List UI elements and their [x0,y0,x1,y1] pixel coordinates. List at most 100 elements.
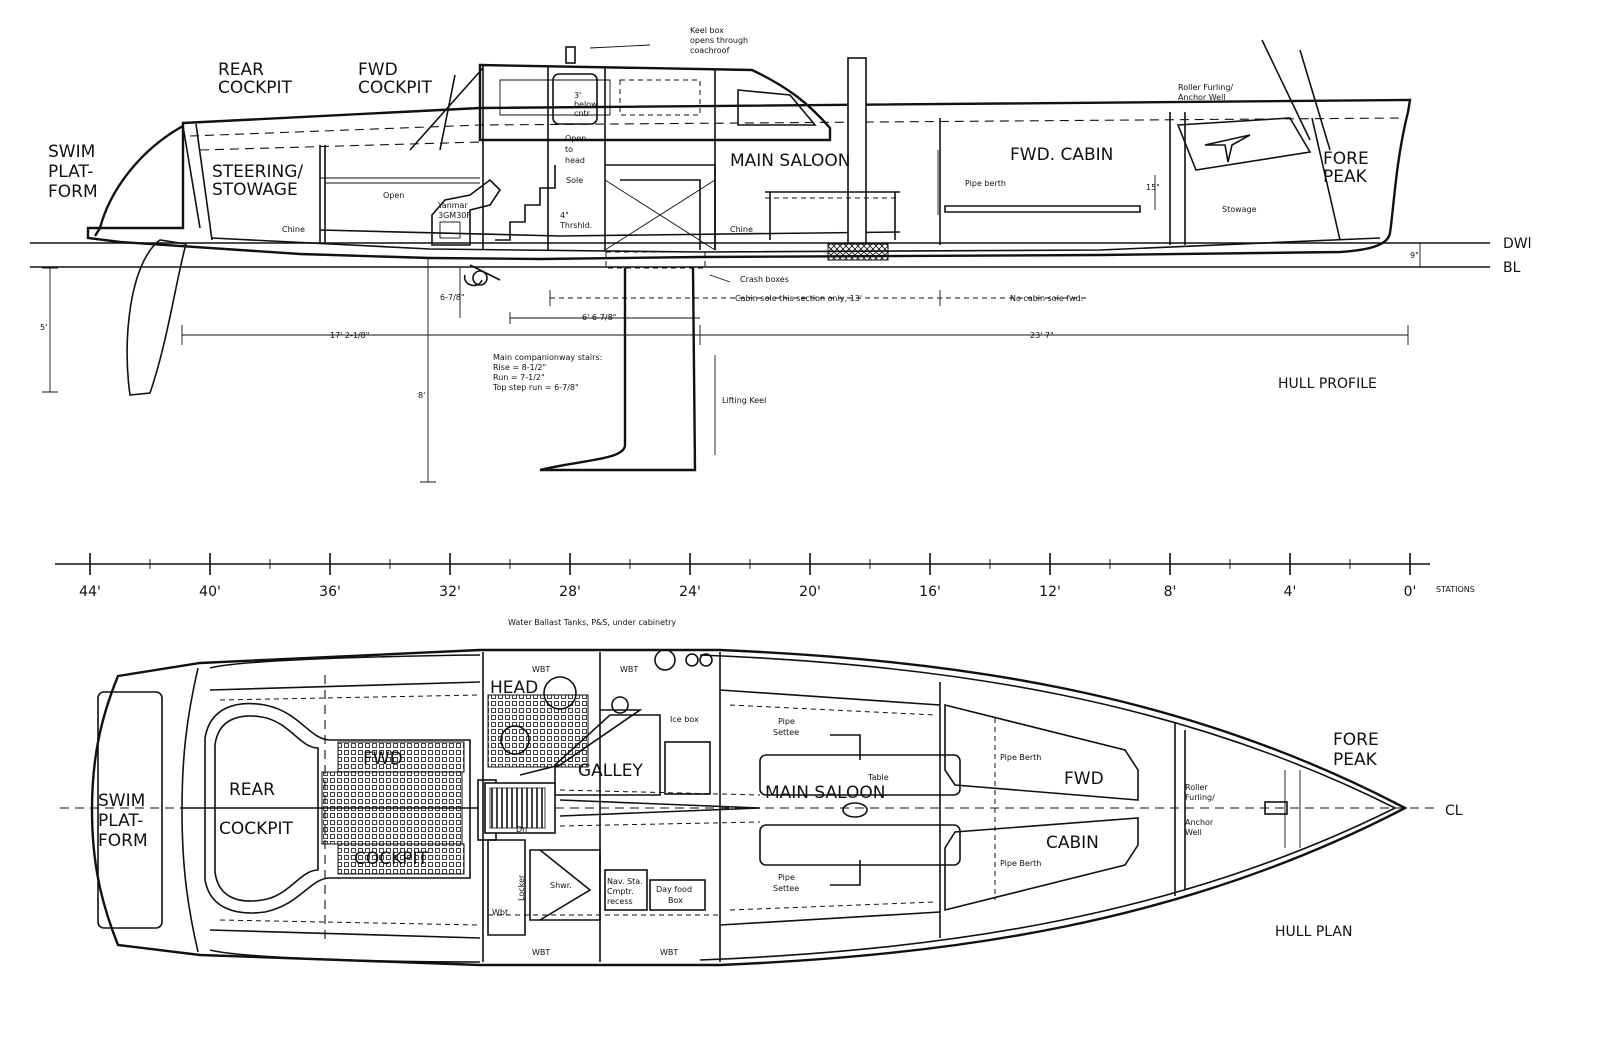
svg-text:PLAT-: PLAT- [98,811,143,831]
dim-5-label: 5' [40,323,47,332]
svg-text:Box: Box [668,896,683,905]
dim-23-label: 23' 7" [1030,331,1054,340]
threshold-label: 4" Thrshld. [559,211,592,230]
plan-head-label: HEAD [490,678,538,698]
svg-text:head: head [565,156,585,165]
open-label: Open [383,191,404,200]
wbt-label-3: WBT [532,948,550,957]
stations-scale: 44'40'36'32'28'24'20'16'12'8'4'0' STATIO… [55,553,1475,600]
svg-text:Keel box: Keel box [690,26,724,35]
plan-fore-peak-label: FORE PEAK [1333,730,1379,770]
profile-rear-cockpit-label: REAR COCKPIT [218,60,293,98]
svg-text:Cmptr.: Cmptr. [607,887,634,896]
roller-furling-note: Roller Furling/ Anchor Well [1178,83,1233,102]
svg-text:FWD: FWD [1064,769,1104,789]
profile-fwd-cockpit-label: FWD COCKPIT [358,60,433,98]
plan-main-saloon-label: MAIN SALOON [765,783,886,803]
svg-text:Day food: Day food [656,885,692,894]
locker-label: Locker [517,874,526,901]
svg-text:Run = 7-1/2": Run = 7-1/2" [493,373,545,382]
pipe-berth-label-1: Pipe Berth [1000,753,1041,762]
station-label: 36' [319,584,341,600]
sole-label: Sole [566,176,583,185]
station-label: 20' [799,584,821,600]
chine-aft-label: Chine [282,225,305,234]
station-label: 24' [679,584,701,600]
hull-profile-view: SWIM PLAT- FORM REAR COCKPIT FWD COCKPIT… [30,26,1532,483]
station-label: 16' [919,584,941,600]
profile-swim-platform-label: SWIM PLAT- FORM [48,142,98,202]
plan-hull-outline [90,648,1408,967]
nav-station-label: Nav. Sta. Cmptr. recess [607,877,643,906]
plan-cl-label: CL [1445,803,1463,819]
ice-box-label: Ice box [670,715,699,724]
svg-text:below: below [574,100,598,109]
hull-plan-title: HULL PLAN [1275,924,1352,940]
wbt-label-5: Wbt [492,908,508,917]
svg-text:Settee: Settee [773,728,799,737]
svg-text:STEERING/: STEERING/ [212,162,303,182]
station-label: 32' [439,584,461,600]
svg-text:3': 3' [574,91,581,100]
plan-fwd-cabin-label: FWD CABIN [1046,769,1104,853]
svg-text:COCKPIT: COCKPIT [358,78,433,98]
dim-6-6-label: 6' 6-7/8" [582,313,616,322]
hull-plan-view: SWIM PLAT- FORM REAR COCKPIT FWD COCKPIT… [60,618,1463,967]
plan-roller-furling-label: Roller Furling/ Anchor Well [1185,783,1215,837]
svg-text:Pipe: Pipe [778,717,795,726]
svg-text:FWD: FWD [363,749,403,769]
bl-label: BL [1503,260,1521,276]
svg-text:3GM30F: 3GM30F [438,211,471,220]
svg-text:Rise = 8-1/2": Rise = 8-1/2" [493,363,546,372]
coachroof [478,63,832,142]
svg-text:PEAK: PEAK [1333,750,1378,770]
svg-text:opens through: opens through [690,36,748,45]
svg-text:Top step run = 6-7/8": Top step run = 6-7/8" [492,383,579,392]
keel-box-note: Keel box opens through coachroof [690,26,748,55]
svg-text:REAR: REAR [229,780,275,800]
plan-galley-label: GALLEY [578,761,643,781]
profile-hull-outline [86,98,1412,261]
svg-text:cntr: cntr [574,109,591,118]
svg-text:FORM: FORM [48,182,98,202]
svg-text:recess: recess [607,897,633,906]
rudder [126,239,188,396]
open-to-head-label: Open to head [565,134,586,165]
plan-swim-platform-label: SWIM PLAT- FORM [98,791,148,851]
companionway-note: Main companionway stairs: Rise = 8-1/2" … [492,353,602,392]
svg-text:FWD: FWD [358,60,398,80]
swim-platform-profile [93,124,184,237]
svg-text:Roller: Roller [1185,783,1208,792]
table-label: Table [867,773,889,782]
hull-profile-title: HULL PROFILE [1278,376,1377,392]
below-cntr-label: 3' below cntr [574,91,598,118]
fwd-cabin-berth-port [944,703,1139,801]
station-label: 44' [79,584,101,600]
stowage-label: Stowage [1222,205,1257,214]
lifting-keel-label: Lifting Keel [722,396,766,405]
station-label: 12' [1039,584,1061,600]
crash-boxes-label: Crash boxes [740,275,789,284]
svg-text:COCKPIT: COCKPIT [218,78,293,98]
svg-text:Roller Furling/: Roller Furling/ [1178,83,1233,92]
station-label: 28' [559,584,581,600]
dim-8-label: 8' [418,391,425,400]
profile-fore-peak-label: FORE PEAK [1323,149,1369,187]
wbt-label-1: WBT [532,665,550,674]
svg-text:PEAK: PEAK [1323,167,1368,187]
dim-9-label: 9" [1410,251,1419,260]
dwl-label: DWl [1503,236,1532,252]
svg-text:FORM: FORM [98,831,148,851]
station-label: 8' [1164,584,1177,600]
shower-label: Shwr. [550,881,572,890]
svg-text:SWIM: SWIM [48,142,95,162]
stations-caption: STATIONS [1436,585,1475,594]
svg-text:FORE: FORE [1333,730,1379,750]
chine-fwd-label: Chine [730,225,753,234]
swim-platform-plan [97,691,163,929]
svg-text:PLAT-: PLAT- [48,162,93,182]
svg-text:Main companionway stairs:: Main companionway stairs: [493,353,602,362]
dim-15-label: 15" [1146,183,1160,192]
dim-6-7-8-label: 6-7/8" [440,293,465,302]
svg-text:Open: Open [565,134,586,143]
